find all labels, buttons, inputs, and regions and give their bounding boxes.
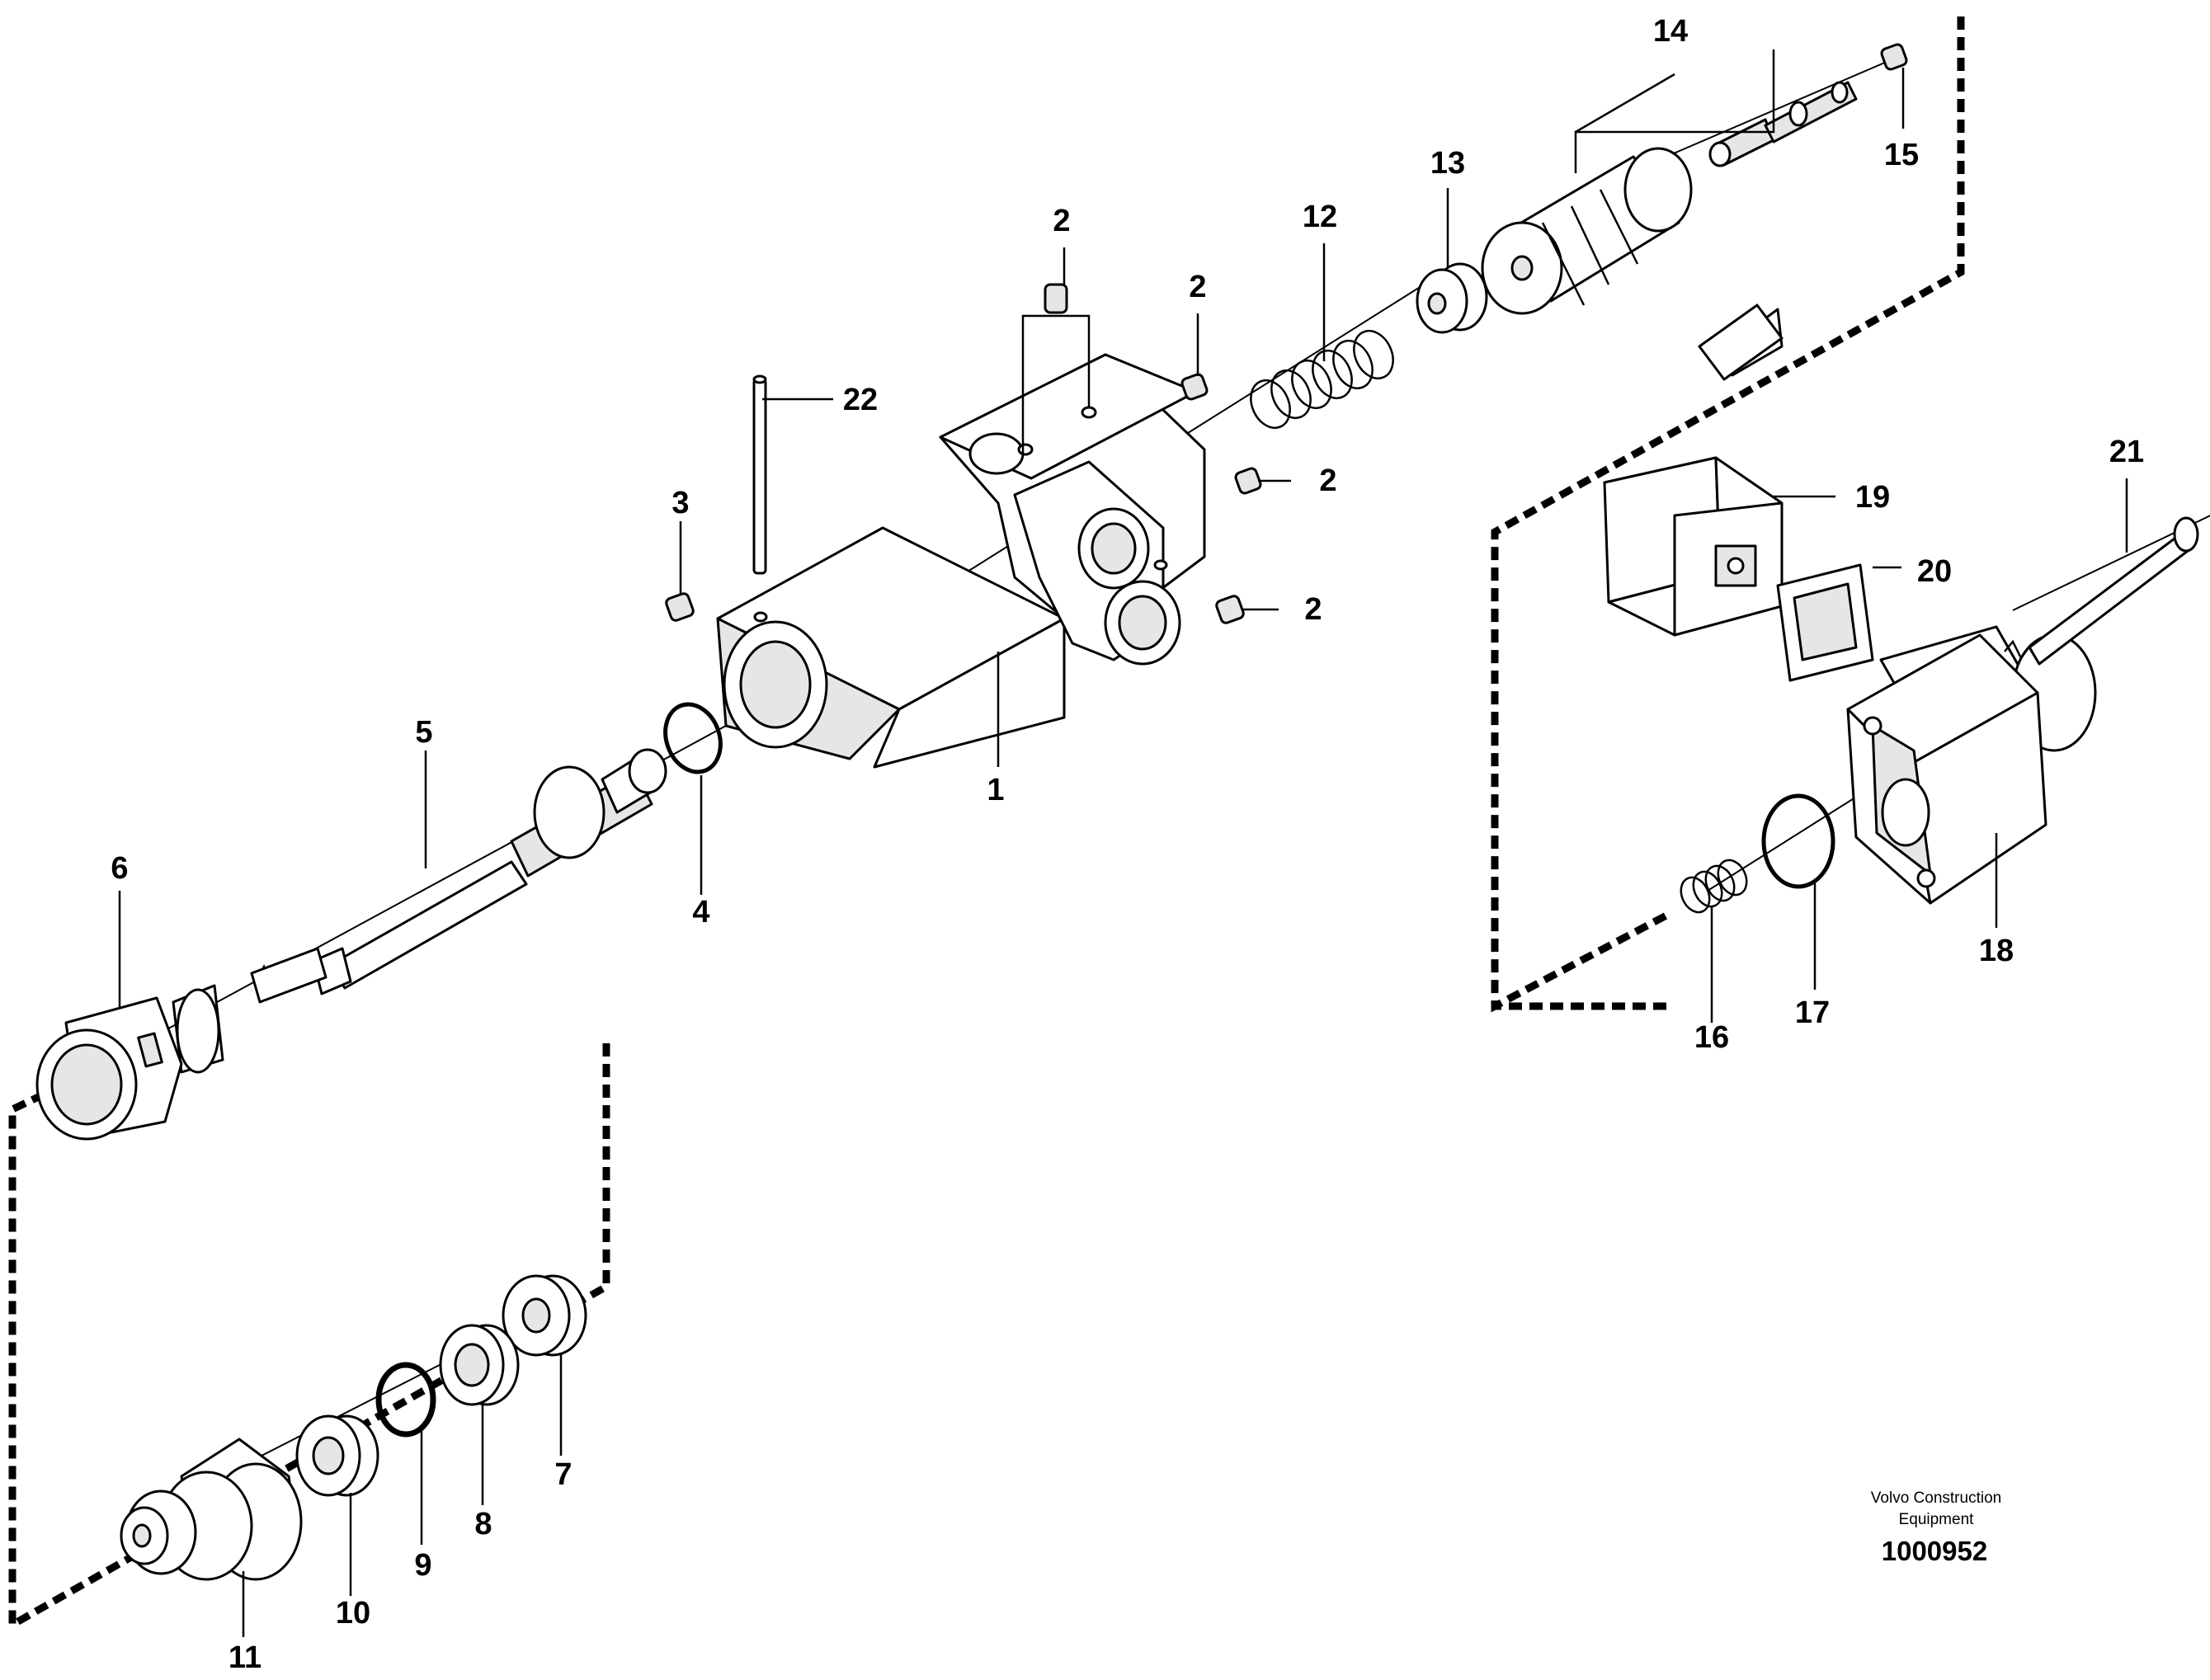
snap-ring-part-9 <box>375 1362 436 1438</box>
label-22: 22 <box>843 383 878 417</box>
label-16: 16 <box>1694 1020 1729 1055</box>
spool-part-5 <box>250 748 667 1004</box>
label-13: 13 <box>1430 146 1465 181</box>
spring-seat-part-13 <box>1416 262 1488 334</box>
label-14: 14 <box>1653 14 1688 49</box>
credit-line-1: Volvo Construction <box>1871 1489 2001 1507</box>
label-5: 5 <box>415 715 432 750</box>
label-2: 2 <box>1319 464 1336 498</box>
label-9: 9 <box>414 1548 431 1583</box>
gasket-part-20 <box>1776 563 1874 682</box>
label-7: 7 <box>554 1457 572 1492</box>
label-12: 12 <box>1303 200 1337 234</box>
label-3: 3 <box>671 486 689 520</box>
label-20: 20 <box>1917 554 1952 589</box>
sub-assembly-brackets <box>8 16 1965 1631</box>
connector-part-19 <box>1603 304 1784 637</box>
o-ring-part-4 <box>663 702 723 774</box>
spring-part-16 <box>1680 859 1748 914</box>
leader-lines <box>118 49 2128 1637</box>
plug-parts-2 <box>1044 283 1262 624</box>
label-11: 11 <box>229 1640 262 1675</box>
valve-housing-part-1 <box>716 353 1206 769</box>
pin-part-22 <box>752 374 767 575</box>
washer-part-8 <box>439 1324 520 1406</box>
plug-part-3 <box>665 592 695 622</box>
plug-part-15 <box>1880 43 1908 71</box>
document-number: 1000952 <box>1882 1536 1987 1566</box>
bushing-part-10 <box>295 1414 379 1497</box>
drawing-credit: Volvo Construction Equipment 1000952 <box>1871 1489 2001 1566</box>
label-18: 18 <box>1979 934 2014 968</box>
cartridge-part-14 <box>1481 81 1858 315</box>
label-8: 8 <box>474 1507 492 1541</box>
ring-part-7 <box>502 1274 587 1357</box>
label-10: 10 <box>336 1596 370 1631</box>
o-ring-part-17 <box>1761 793 1835 889</box>
spring-part-12 <box>1250 330 1394 429</box>
bolt-part-21 <box>2004 516 2199 666</box>
solenoid-housing-part-18 <box>1846 625 2097 905</box>
label-19: 19 <box>1855 480 1890 515</box>
label-21: 21 <box>2109 435 2144 469</box>
end-cap-part-6 <box>35 984 224 1141</box>
label-17: 17 <box>1795 995 1830 1030</box>
label-15: 15 <box>1884 138 1919 172</box>
label-6: 6 <box>111 851 128 886</box>
part-labels: 1 2 2 2 2 3 4 5 6 7 8 9 10 11 12 13 14 1… <box>111 14 2144 1675</box>
label-2: 2 <box>1053 204 1070 238</box>
label-2: 2 <box>1189 270 1206 304</box>
label-4: 4 <box>692 895 709 929</box>
label-1: 1 <box>987 773 1004 807</box>
boot-part-11 <box>120 1438 303 1581</box>
label-2: 2 <box>1304 592 1322 627</box>
credit-line-2: Equipment <box>1899 1511 1975 1528</box>
